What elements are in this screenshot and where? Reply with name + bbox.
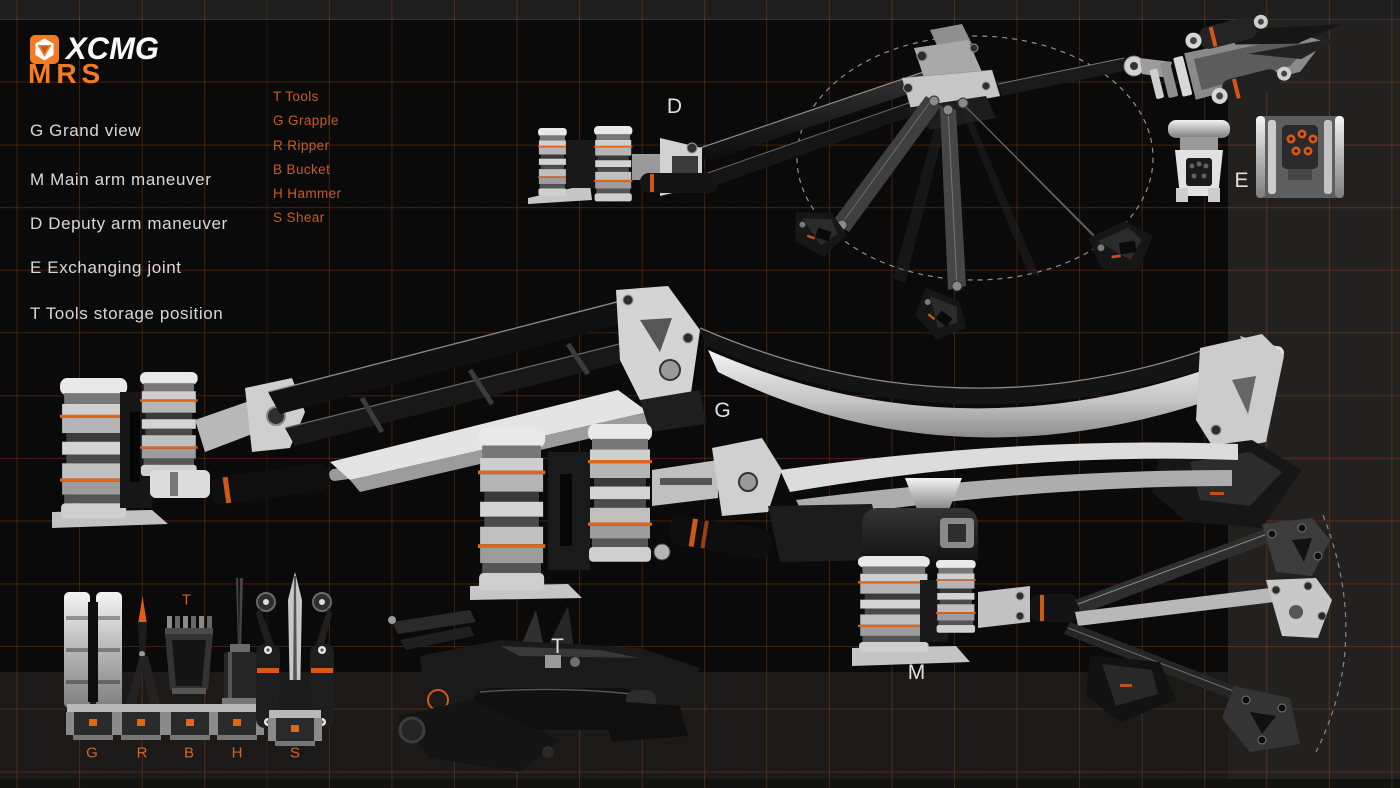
legend-main-arm: M Main arm maneuver xyxy=(30,170,212,189)
marker-storage-view: T xyxy=(551,635,565,658)
tool-grapple xyxy=(64,592,122,740)
brand-block: XCMG xyxy=(30,31,159,67)
tool-hammer xyxy=(210,578,264,740)
grand-view-illustration xyxy=(52,286,1302,600)
main-arm-view-illustration xyxy=(852,514,1347,753)
tool-letter-hammer: H xyxy=(231,744,243,762)
legend-exchanging-joint: E Exchanging joint xyxy=(30,258,182,277)
marker-tools-column: T xyxy=(181,591,193,609)
legend-tools-storage: T Tools storage position xyxy=(30,304,224,323)
grand-lower-arm xyxy=(768,442,1238,572)
marker-exchange-view: E xyxy=(1234,169,1250,192)
marker-main-view: M xyxy=(907,661,927,684)
xcmg-logo-icon xyxy=(30,34,59,64)
main-swing-arm-top xyxy=(1075,518,1330,614)
main-tool-head xyxy=(1086,655,1176,722)
grand-elbow-bracket xyxy=(616,286,706,432)
grand-center-base xyxy=(470,424,782,600)
tool-bucket xyxy=(163,616,217,740)
deputy-swing-arm-right xyxy=(957,97,1158,277)
legend-grand-view: G Grand view xyxy=(30,121,142,140)
tool-letter-bucket: B xyxy=(183,744,195,762)
tool-ripper xyxy=(114,596,168,740)
main-swing-arm-bottom xyxy=(1064,622,1300,752)
deputy-swing-arm-left xyxy=(785,95,941,262)
tool-letter-shear: S xyxy=(289,744,301,762)
legend-bucket: B Bucket xyxy=(273,162,331,177)
exchanging-joint-illustration xyxy=(1168,116,1344,202)
tools-storage-illustration xyxy=(388,606,700,772)
marker-grand-view: G xyxy=(714,399,732,422)
tool-letter-ripper: R xyxy=(136,744,148,762)
main-arm-base xyxy=(852,556,1078,666)
deputy-swing-arm-middle xyxy=(905,104,977,350)
tool-shear xyxy=(256,572,334,746)
background-top-strip xyxy=(0,0,1400,20)
background-bottom-strip xyxy=(0,779,1400,788)
legend-shear: S Shear xyxy=(273,210,325,225)
legend-grapple: G Grapple xyxy=(273,113,339,128)
deputy-corner-tool xyxy=(1149,14,1342,104)
legend-tools: T Tools xyxy=(273,89,319,104)
tools-lineup-illustration xyxy=(64,572,334,746)
marker-deputy-view: D xyxy=(666,95,684,118)
legend-ripper: R Ripper xyxy=(273,138,330,153)
product-code: MRS xyxy=(28,58,106,89)
exchange-joint-male xyxy=(1256,116,1344,198)
grand-forearm xyxy=(699,327,1234,438)
deputy-arm-view-illustration xyxy=(528,14,1342,350)
legend-deputy-arm: D Deputy arm maneuver xyxy=(30,214,228,233)
tool-letter-grapple: G xyxy=(86,744,98,762)
exchange-joint-female xyxy=(1168,120,1230,202)
brand-wordmark: XCMG xyxy=(66,30,159,67)
main-swing-arm-middle xyxy=(1075,578,1332,638)
legend-hammer: H Hammer xyxy=(273,186,342,201)
deputy-arm-base xyxy=(528,126,718,204)
